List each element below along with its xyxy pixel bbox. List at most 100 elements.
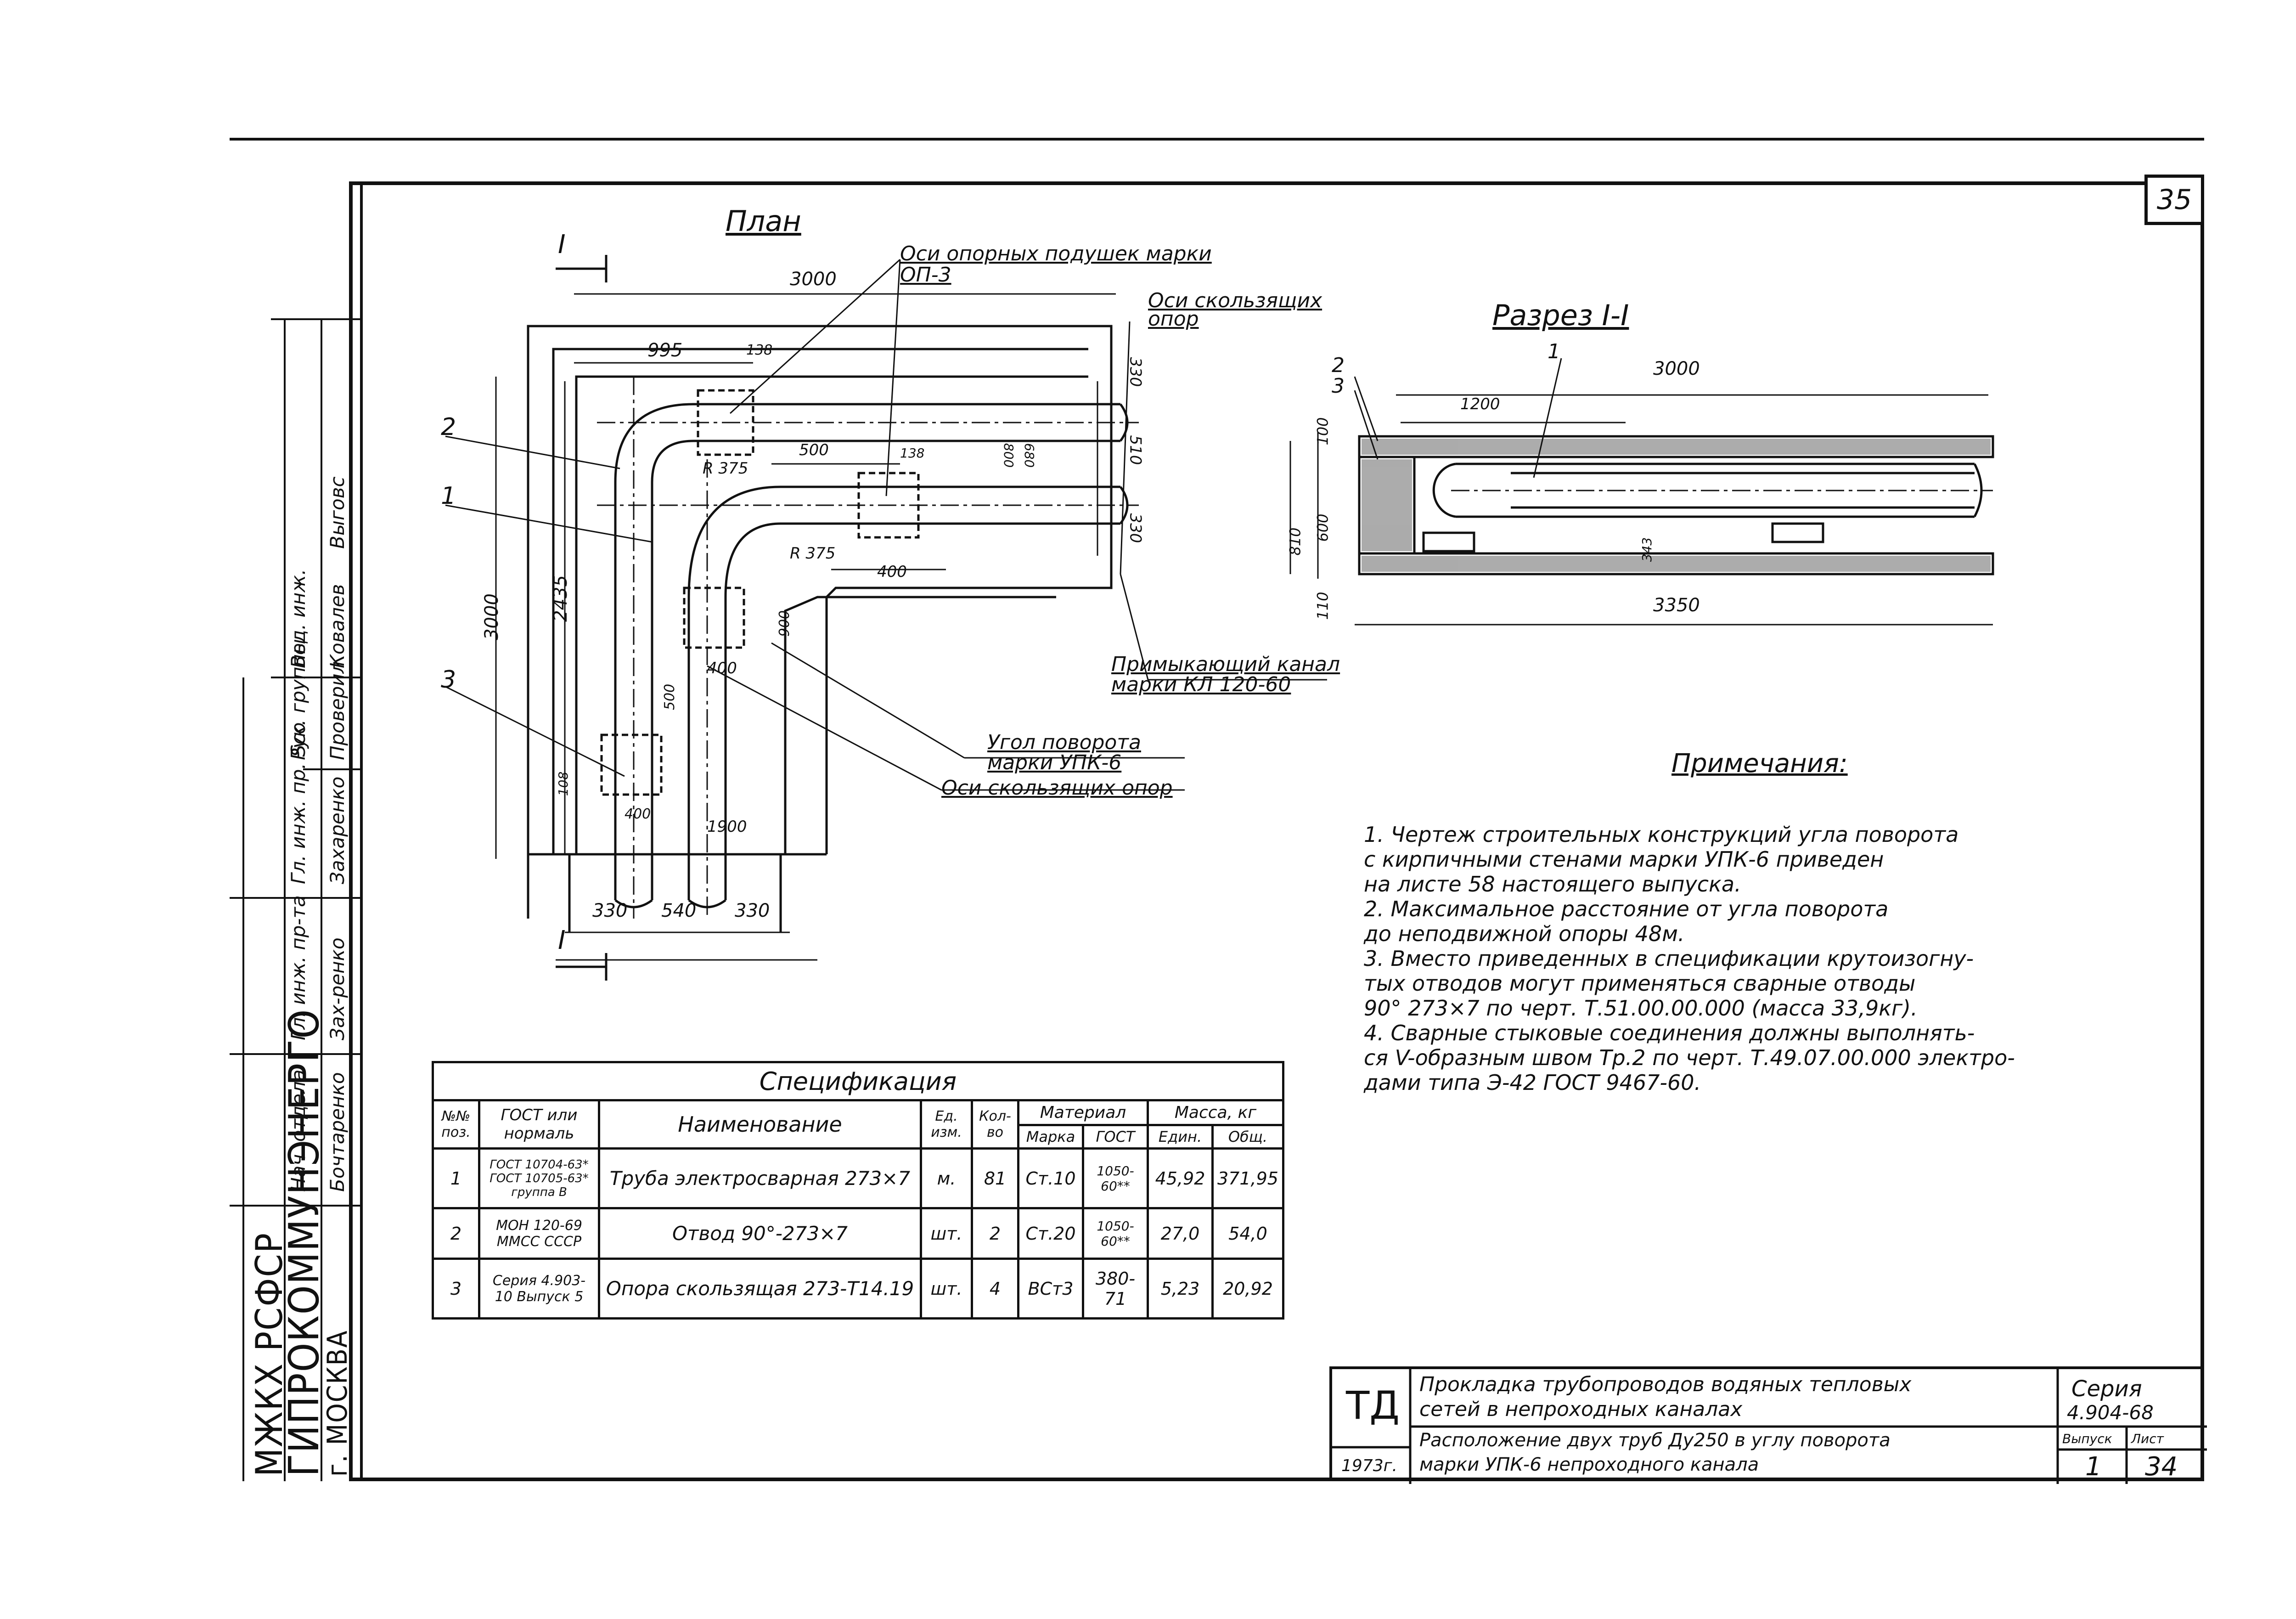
spec-header-mat-gost: ГОСТ [1082,1124,1149,1150]
section-dim-3000: 3000 [1653,358,1700,379]
note-line: 90° 273×7 по черт. Т.51.00.00.000 (масса… [1364,996,1918,1021]
dim-r375b: R 375 [790,544,836,563]
sheet-value: 34 [2145,1452,2178,1482]
spec-cell-qty: 4 [971,1258,1019,1320]
spec-header-pos: №№ поз. [432,1099,480,1150]
label-corner-turn: Угол поворота марки УПК-6 [987,731,1141,774]
spec-header-unit: Ед. изм. [920,1099,973,1150]
note-line: на листе 58 настоящего выпуска. [1364,872,1741,897]
spec-cell-mark: ВСт3 [1017,1258,1084,1320]
section-pos-1: 1 [1548,340,1560,363]
stamp-grid [230,318,363,1481]
section-dim-810: 810 [1286,527,1304,556]
spec-cell-gost: МОН 120-69 ММСС СССР [478,1207,600,1260]
title-line-3: Расположение двух труб Ду250 в углу пово… [1419,1430,1891,1451]
note-line: до неподвижной опоры 48м. [1364,921,1685,946]
dim-540: 540 [661,900,697,921]
title-block: ТД 1973г. Прокладка трубопроводов водяны… [1329,1366,2207,1484]
section-dim-343: 343 [1639,537,1655,562]
dim-1900: 1900 [707,818,747,836]
title-line-4: марки УПК-6 непроходного канала [1419,1454,1759,1475]
notes-list: 1. Чертеж строительных конструкций угла … [1364,822,2015,1095]
note-line: 1. Чертеж строительных конструкций угла … [1364,822,1959,847]
dim-995: 995 [647,340,683,361]
spec-header-mass: Масса, кг [1147,1099,1284,1126]
spec-header-unit-mass: Един. [1147,1124,1214,1150]
section-pos-2: 2 [1332,354,1345,377]
spec-header-mark: Марка [1017,1124,1084,1150]
section-dim-3350: 3350 [1653,595,1700,616]
note-line: 2. Максимальное расстояние от угла повор… [1364,897,1889,921]
section-dim-110: 110 [1314,592,1332,620]
note-line: 4. Сварные стыковые соединения должны вы… [1364,1021,1975,1045]
spec-cell-unit-mass: 45,92 [1147,1147,1214,1209]
section-dim-1200: 1200 [1460,395,1500,413]
section-mark-top: I [558,230,566,259]
spec-cell-name: Опора скользящая 273-Т14.19 [598,1258,922,1320]
td-mark: ТД [1346,1383,1400,1428]
sheet-label: Лист [2131,1431,2164,1446]
plan-pos-3: 3 [441,666,456,694]
spec-cell-qty: 2 [971,1207,1019,1260]
spec-cell-unit-mass: 5,23 [1147,1258,1214,1320]
spec-header-name: Наименование [598,1099,922,1150]
dim-138b: 138 [900,446,925,461]
plan-title: План [726,204,801,238]
label-sliding-axes-top: Оси скользящих опор [1148,289,1322,331]
table-row: 1 ГОСТ 10704-63* ГОСТ 10705-63* группа В… [432,1147,1284,1209]
label-sliding-axes-bottom: Оси скользящих опор [941,776,1173,800]
issue-label: Выпуск [2062,1431,2112,1446]
sheet-number: 35 [2144,175,2204,225]
spec-cell-unit: м. [920,1147,973,1209]
spec-cell-unit-mass: 27,0 [1147,1207,1214,1260]
label-support-axes: Оси опорных подушек марки ОП-3 [900,242,1212,287]
series-value: 4.904-68 [2067,1401,2154,1424]
spec-cell-total: 371,95 [1211,1147,1284,1209]
dim-330c: 330 [592,900,628,921]
title-year: 1973г. [1341,1456,1397,1475]
drawing-frame [349,181,2204,1481]
series-label: Серия [2071,1376,2142,1402]
title-line-2: сетей в непроходных каналах [1419,1398,1743,1421]
section-title: Разрез I-I [1492,299,1629,332]
plan-pos-2: 2 [441,413,456,441]
outer-frame-line [230,138,2204,1482]
dim-r375a: R 375 [703,459,748,478]
spec-cell-pos: 2 [432,1207,480,1260]
spec-title: Спецификация [432,1061,1284,1101]
table-row: 3 Серия 4.903-10 Выпуск 5 Опора скользящ… [432,1258,1284,1320]
section-mark-bottom: I [558,925,566,955]
section-dim-100: 100 [1314,417,1332,446]
spec-header-total-mass: Общ. [1211,1124,1284,1150]
spec-cell-total: 20,92 [1211,1258,1284,1320]
notes-title: Примечания: [1671,749,1848,778]
spec-cell-pos: 1 [432,1147,480,1209]
spec-cell-mat-gost: 1050-60** [1082,1207,1149,1260]
note-line: с кирпичными стенами марки УПК-6 приведе… [1364,847,1884,872]
spec-cell-unit: шт. [920,1258,973,1320]
title-block-grid [1332,1369,2207,1484]
dim-3000-top: 3000 [790,269,837,290]
dim-400b: 400 [707,659,737,677]
dim-400c: 400 [625,806,651,822]
spec-cell-name: Отвод 90°-273×7 [598,1207,922,1260]
note-line: ся V-образным швом Тр.2 по черт. Т.49.07… [1364,1045,2015,1070]
approval-stamp: МЖКХ РСФСР ГИПРОКОММУНЭНЕРГО г. МОСКВА Н… [230,181,363,1481]
spec-cell-mark: Ст.20 [1017,1207,1084,1260]
spec-cell-gost: Серия 4.903-10 Выпуск 5 [478,1258,600,1320]
spec-header-gost: ГОСТ или нормаль [478,1099,600,1150]
dim-138a: 138 [746,342,773,358]
spec-cell-mat-gost: 380-71 [1082,1258,1149,1320]
dim-400a: 400 [877,563,907,581]
spec-cell-mat-gost: 1050-60** [1082,1147,1149,1209]
note-line: тых отводов могут применяться сварные от… [1364,971,1916,996]
spec-cell-name: Труба электросварная 273×7 [598,1147,922,1209]
spec-cell-gost: ГОСТ 10704-63* ГОСТ 10705-63* группа В [478,1147,600,1209]
section-dim-600: 600 [1314,513,1332,542]
section-pos-3: 3 [1332,374,1345,398]
spec-cell-pos: 3 [432,1258,480,1320]
spec-cell-mark: Ст.10 [1017,1147,1084,1209]
spec-cell-qty: 81 [971,1147,1019,1209]
